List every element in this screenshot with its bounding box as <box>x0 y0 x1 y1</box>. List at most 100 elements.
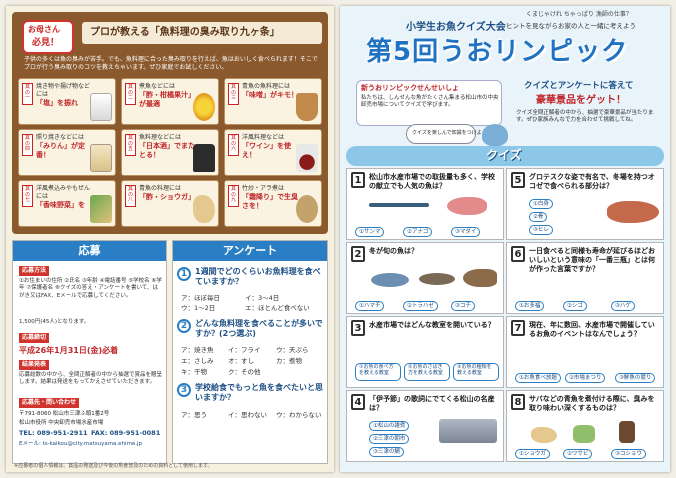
quiz-choice[interactable]: ③鮮魚の競り <box>615 373 656 383</box>
event-name: 小学生お魚クイズ大会 <box>406 22 506 33</box>
survey-q1-option: ア：ほぼ毎日 <box>181 294 220 302</box>
quiz-choice[interactable]: ②アナゴ <box>403 227 433 237</box>
quiz-choice[interactable]: ②ワサビ <box>563 449 593 459</box>
quiz-number: 6 <box>511 246 525 262</box>
tip-text: 魚料理などには「日本酒」でまたとる！ <box>139 134 195 160</box>
speech-bubble: クイズを楽しんで知識をつけよう <box>406 124 487 144</box>
fax-number[interactable]: FAX: 089-951-0081 <box>91 429 161 437</box>
goby-image <box>419 273 455 285</box>
promo-line1: クイズとアンケートに答えて <box>524 81 634 91</box>
quiz-choice[interactable]: ①ショウガ <box>515 449 550 459</box>
tip-text: 焼き物や揚げ物などには「塩」を振れ <box>36 83 92 108</box>
quiz-number: 1 <box>351 172 365 188</box>
mom-tag-line2: 必見！ <box>32 38 60 48</box>
deadline-date: 平成26年1月31日(金)必着 <box>19 346 119 355</box>
survey-q3-option: ア：思う <box>181 411 207 419</box>
method-text: ①お住まいの住所 ②氏名 ③年齢 ④電話番号 ⑤学校名 ⑥学年 ⑦保護者名 ⑧ク… <box>19 278 162 299</box>
survey-q2-option: イ：フライ <box>228 346 261 354</box>
tip-card: 其の七 洋風煮込みやもぜんには「香味野菜」を <box>18 180 116 227</box>
quiz-choice[interactable]: ①白身 <box>529 199 553 209</box>
quiz-number: 5 <box>511 172 525 188</box>
quiz-choice[interactable]: ③マダイ <box>451 227 481 237</box>
quiz-choice[interactable]: ①松山の雑煮 <box>369 421 410 431</box>
survey-q2-option: オ：すし <box>228 357 254 365</box>
survey-q2-option: カ：煮物 <box>276 357 302 365</box>
quiz-choice[interactable]: ①お多福 <box>515 301 545 311</box>
scorpionfish-image <box>607 201 659 223</box>
deadline-tag: 応募締切 <box>19 333 50 343</box>
quiz-choice[interactable]: ③ハゲ <box>611 301 635 311</box>
email-address[interactable]: Eメール: ts-kaikou@city.matsuyama.ehime.jp <box>19 441 143 447</box>
speech-text: 私たちは、しんせんな魚がたくさん集まる松山市の中央卸売市場についてクイズで学びま… <box>361 95 499 109</box>
fish-head-image <box>296 195 318 223</box>
right-page: くまじゃけれ ちゃっぱり 漁師の仕事？ ヒントを見ながらお家の人と一緒に考えよう… <box>340 6 670 472</box>
tip-card: 其の六 洋風料理などは「ワイン」を使え！ <box>224 129 322 176</box>
survey-q3-option: ウ：わからない <box>276 411 322 419</box>
tip-card: 其の八 青魚の料理には「酢・ショウガ」 <box>121 180 219 227</box>
tip-number: 其の六 <box>228 134 239 156</box>
vegetables-image <box>90 195 112 223</box>
pepper-mill-image <box>619 421 635 443</box>
survey-q3: 学校給食でもっと魚を食べたいと思いますか？ <box>195 383 323 403</box>
tip-lead: 照り焼きなどには <box>36 134 85 141</box>
quiz-number: 8 <box>511 394 525 410</box>
entry-section: 応募 応募方法 ①お住まいの住所 ②氏名 ③年齢 ④電話番号 ⑤学校名 ⑥学年 … <box>12 240 167 464</box>
quiz-question: 一日食べると同様も寿命が延びるほどおいしいという意味の「一番三瓶」とは何が作った… <box>529 247 655 274</box>
quiz-choice[interactable]: ③コショウ <box>611 449 646 459</box>
quiz-choice[interactable]: ②トラハゼ <box>403 301 438 311</box>
survey-q1-option: エ：ほとんど食べない <box>245 304 310 312</box>
quiz-choice[interactable]: ②市場まつり <box>565 373 606 383</box>
quiz-choice[interactable]: ①お魚食べ放題 <box>515 373 561 383</box>
quiz-choice[interactable]: ②シゴ <box>563 301 587 311</box>
tip-lead: 青魚の料理には <box>139 185 182 192</box>
quiz-choice[interactable]: ①お魚の食べ方を教える教室 <box>355 363 401 381</box>
survey-q1-option: イ：3～4日 <box>245 294 280 302</box>
wasabi-image <box>573 425 595 443</box>
survey-heading: アンケート <box>173 241 327 261</box>
tip-text: 竹炒・アラ煮は「霜降り」で生臭さを！ <box>242 185 298 211</box>
tip-text: 青魚の魚料理には「味噌」がキモ！ <box>242 83 298 100</box>
quiz-choice[interactable]: ③ヒレ <box>529 225 553 235</box>
survey-q1-option: ウ：1～2日 <box>181 304 216 312</box>
quiz-choice[interactable]: ③コチ <box>451 301 475 311</box>
quiz-question: 「伊予節」の歌詞にでてくる松山の名産は？ <box>369 395 495 413</box>
quiz-number: 4 <box>351 394 365 410</box>
survey-q2-option: ア：焼き魚 <box>181 346 214 354</box>
miso-barrel-image <box>296 93 318 121</box>
tip-card: 其の一 焼き物や揚げ物などには「塩」を振れ <box>18 78 116 125</box>
tel-number[interactable]: TEL: 089-951-2911 <box>19 429 88 437</box>
survey-q2-number: 2 <box>177 319 191 333</box>
title-band: くまじゃけれ ちゃっぱり 漁師の仕事？ ヒントを見ながらお家の人と一緒に考えよう… <box>346 8 664 148</box>
quiz-choice[interactable]: ②骨 <box>529 212 548 222</box>
tip-lead: 洋風料理などは <box>242 134 285 141</box>
quiz-choice[interactable]: ③お魚の種類を教える教室 <box>453 363 499 381</box>
quiz-choice[interactable]: ②お魚のさばき方を教える教室 <box>404 363 450 381</box>
quiz-number: 7 <box>511 320 525 336</box>
quiz-card-1: 1 松山市水産市場での取扱量も多く、学校の献立でも人気の魚は？ ①サンマ ②アナ… <box>346 168 504 240</box>
tip-card: 其の九 竹炒・アラ煮は「霜降り」で生臭さを！ <box>224 180 322 227</box>
quiz-choice[interactable]: ②三津の朝市 <box>369 434 410 444</box>
tips-intro: 子供の多くは魚の臭みが苦手。でも、魚料理に合った臭み取りを行えば、魚はおいしく食… <box>24 56 318 71</box>
tip-lead: 焼き物や揚げ物などには <box>36 83 91 98</box>
tip-text: 煮魚などには「酢・柑橘果汁」が最適 <box>139 83 195 109</box>
sea-bream-image <box>447 197 487 215</box>
tip-highlight: 「ワイン」を使え！ <box>242 141 291 159</box>
quiz-choice[interactable]: ①ハマチ <box>355 301 385 311</box>
tip-highlight: 「香味野菜」を <box>36 200 85 209</box>
eel-image <box>369 203 429 207</box>
tip-number: 其の五 <box>125 134 136 156</box>
tip-text: 照り焼きなどには「みりん」が定番！ <box>36 134 92 160</box>
method-tag: 応募方法 <box>19 266 50 276</box>
citrus-image <box>193 93 215 121</box>
tip-highlight: 「みりん」が定番！ <box>36 141 85 159</box>
header-hint: ヒントを見ながらお家の人と一緒に考えよう <box>506 22 636 30</box>
tips-title-banner: プロが教える「魚料理の臭み取り九ヶ条」 <box>82 22 322 44</box>
quiz-question: 水産市場ではどんな教室を開いている？ <box>369 321 495 329</box>
quiz-choice[interactable]: ①サンマ <box>355 227 385 237</box>
tip-highlight: 「霜降り」で生臭さを！ <box>242 192 298 210</box>
quiz-number: 3 <box>351 320 365 336</box>
survey-q2-option: エ：さしみ <box>181 357 214 365</box>
tip-number: 其の一 <box>22 83 33 105</box>
quiz-choice[interactable]: ③三津の鯛 <box>369 447 404 457</box>
